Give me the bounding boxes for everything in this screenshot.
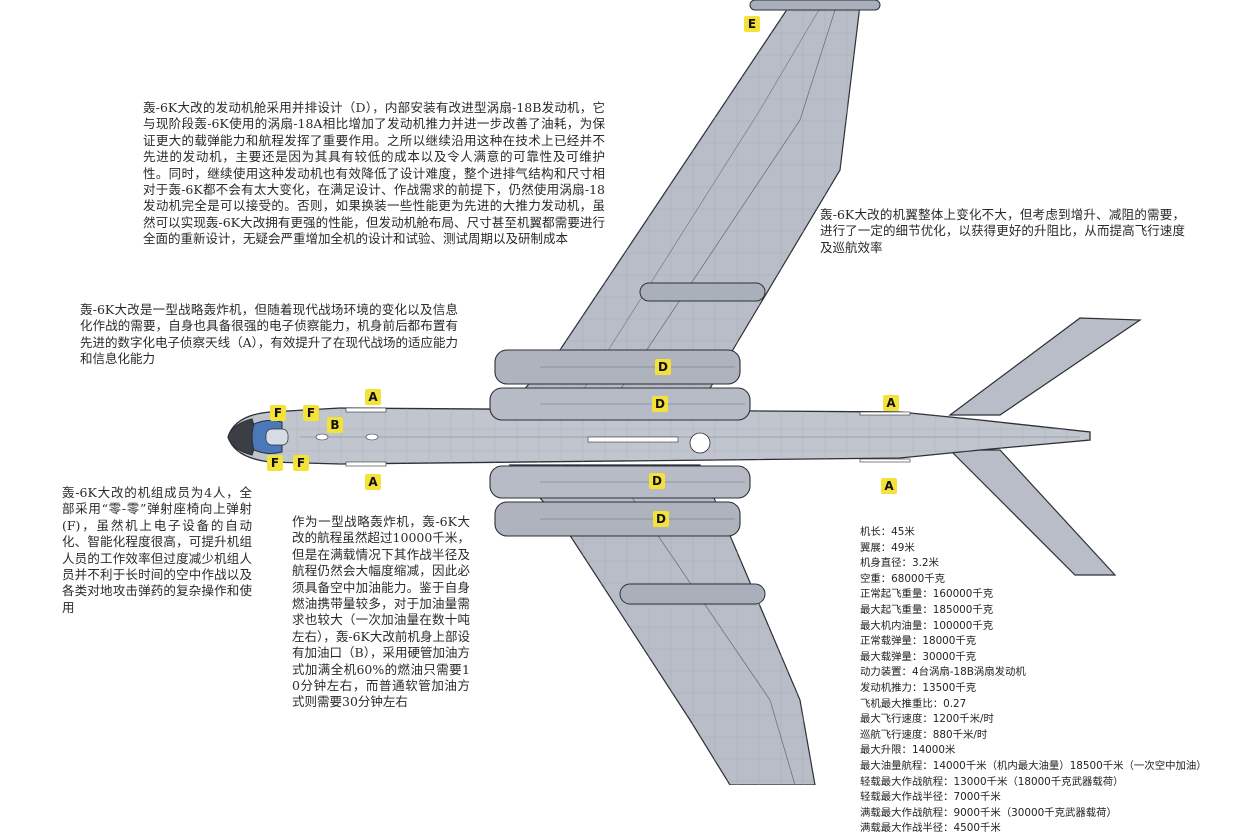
annotation-crew: 轰-6K大改的机组成员为4人，全部采用“零-零”弹射座椅向上弹射(F)，虽然机上… (62, 485, 252, 615)
spec-row: 动力装置：4台涡扇-18B涡扇发动机 (860, 666, 1026, 679)
spec-row: 飞机最大推重比：0.27 (860, 697, 967, 710)
crew-window-strip (265, 428, 289, 446)
spec-row: 最大油量航程：14000千米（机内最大油量）18500千米（一次空中加油） (860, 759, 1207, 772)
upper-wing-pod (639, 282, 766, 302)
upper-wing-spar-line (579, 7, 821, 396)
fuselage-refuel-port (689, 432, 711, 454)
spec-row: 正常载弹量：18000千克 (860, 635, 977, 648)
label-d-2: D (652, 396, 668, 412)
spec-row: 满载最大作战航程：9000千米（30000千克武器载荷） (860, 806, 1117, 819)
spec-list: 机长：45米 翼展：49米 机身直径：3.2米 空重：68000千克 正常起飞重… (860, 525, 1240, 837)
spec-row: 轻载最大作战航程：13000千米（18000千克武器载荷） (860, 775, 1124, 788)
fuselage-bay-strip (587, 436, 679, 443)
label-d-3: D (649, 473, 665, 489)
label-f-1: F (270, 405, 286, 421)
aircraft-planform-drawing (227, 0, 1142, 785)
spec-row: 翼展：49米 (860, 541, 915, 554)
label-a-rear-top: A (883, 395, 899, 411)
annotation-engine: 轰-6K大改的发动机舱采用并排设计（D），内部安装有改进型涡扇-18B发动机，它… (143, 100, 605, 247)
upper-wing-panel-lines (510, 5, 860, 405)
label-f-2: F (303, 405, 319, 421)
annotation-recon: 轰-6K大改是一型战略轰炸机，但随着现代战场环境的变化以及信息化作战的需要，自身… (80, 302, 458, 367)
label-f-4: F (293, 455, 309, 471)
upper-tailplane (948, 317, 1142, 416)
fuselage-detail-marks (315, 407, 911, 467)
spec-row: 空重：68000千克 (860, 572, 946, 585)
lower-wing-panel-lines (510, 465, 815, 785)
spec-row: 轻载最大作战半径：7000千米 (860, 791, 1001, 804)
fuselage-panel-lines (228, 408, 1090, 464)
spec-row: 最大飞行速度：1200千米/时 (860, 713, 994, 726)
label-d-1: D (655, 359, 671, 375)
lower-wing-flap-line (619, 479, 796, 785)
spec-row: 巡航飞行速度：880千米/时 (860, 728, 988, 741)
label-e: E (744, 16, 760, 32)
label-a-front-bottom: A (365, 474, 381, 490)
label-a-rear-bottom: A (881, 478, 897, 494)
spec-row: 最大机内油量：100000千克 (860, 619, 994, 632)
spec-row: 最大载弹量：30000千克 (860, 650, 977, 663)
lower-wing-pod (619, 583, 766, 605)
label-a-front-top: A (365, 389, 381, 405)
spec-row: 正常起飞重量：160000千克 (860, 588, 994, 601)
nacelle-detail-lines (540, 366, 745, 520)
label-b: B (327, 417, 343, 433)
label-d-4: D (653, 511, 669, 527)
spec-row: 最大起飞重量：185000千克 (860, 603, 994, 616)
spec-row: 发动机推力：13500千克 (860, 681, 977, 694)
annotation-wing: 轰-6K大改的机翼整体上变化不大，但考虑到增升、减阻的需要，进行了一定的细节优化… (820, 207, 1185, 255)
spec-row: 机长：45米 (860, 526, 915, 538)
upper-wingtip-pod (749, 0, 881, 11)
spec-row: 满载最大作战半径：4500千米 (860, 822, 1001, 835)
annotation-range: 作为一型战略轰炸机，轰-6K大改的航程虽然超过10000千米，但是在满载情况下其… (292, 514, 470, 710)
diagram-stage: E A A A A B D D D D F F F F 轰-6K大改的发动机舱采… (62, 0, 1207, 834)
label-f-3: F (267, 455, 283, 471)
spec-row: 最大升限：14000米 (860, 744, 956, 757)
spec-row: 机身直径：3.2米 (860, 557, 939, 570)
